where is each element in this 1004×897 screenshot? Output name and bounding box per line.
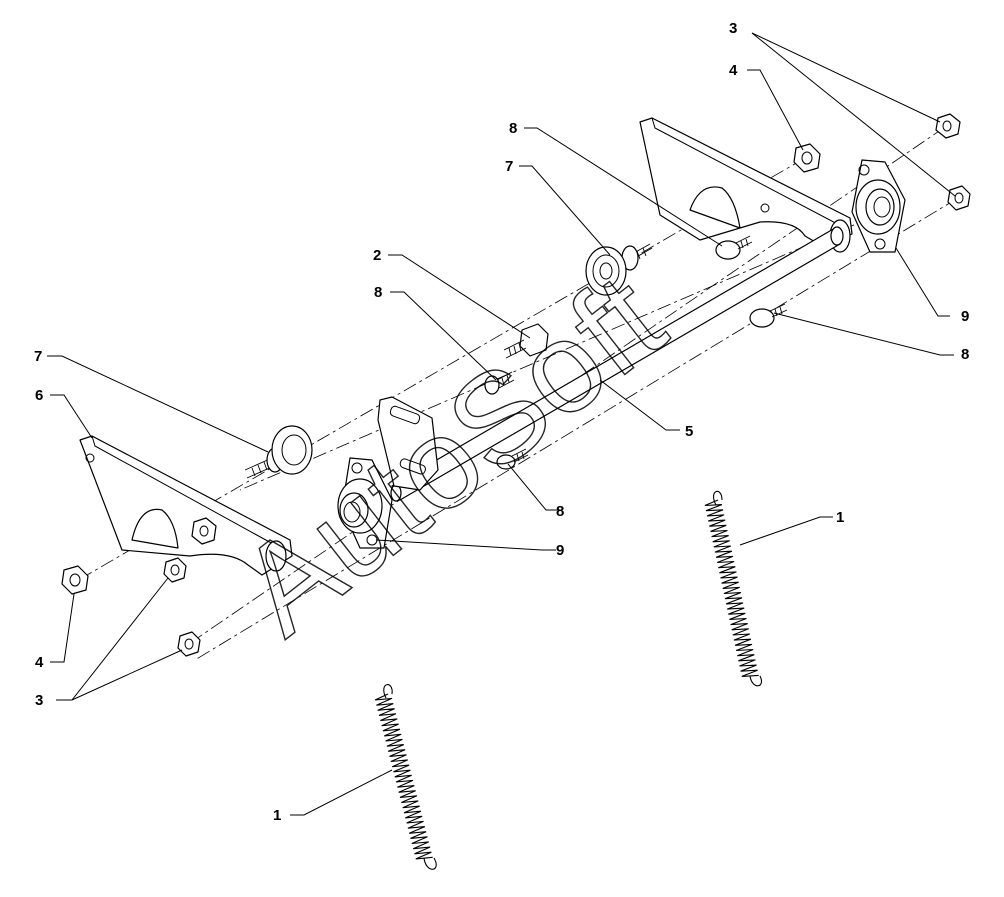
callout-9-center: 9 [556, 542, 564, 559]
tension-spring-right [704, 490, 762, 687]
flange-nut-left [61, 565, 89, 595]
flange-bearing-center [337, 457, 393, 549]
roller-top [585, 243, 653, 296]
callout-7-top: 7 [505, 158, 513, 175]
callout-labels: 3 4 8 7 2 8 7 6 9 8 5 8 9 1 4 3 1 [34, 20, 969, 824]
hex-bolt [503, 323, 549, 359]
callout-3-left: 3 [35, 692, 43, 709]
roller-left [244, 425, 313, 479]
callout-7-left: 7 [34, 348, 42, 365]
hex-nut-left-2 [177, 631, 201, 657]
carriage-bolt-right [749, 303, 788, 328]
hex-nut-left-3 [191, 517, 217, 545]
callout-8-right: 8 [961, 346, 969, 363]
carriage-bolt-mid [484, 371, 515, 395]
callout-8-center: 8 [556, 503, 564, 520]
carriage-bolt-center [496, 448, 529, 470]
hex-nut-top-2 [947, 185, 971, 211]
center-mount-plate [377, 396, 439, 491]
callout-2: 2 [373, 247, 381, 264]
callout-4-left: 4 [35, 654, 44, 671]
callout-6: 6 [35, 387, 43, 404]
flange-bearing-right [851, 159, 906, 253]
hex-nut-top-1 [935, 113, 961, 139]
callout-8-mid: 8 [374, 284, 382, 301]
hex-nut-left-1 [163, 557, 187, 583]
callout-3-top: 3 [729, 20, 737, 37]
carriage-bolt-top [715, 235, 753, 260]
callout-1-bottom: 1 [273, 807, 281, 824]
callout-8-top: 8 [509, 120, 517, 137]
left-bracket-plate [79, 435, 293, 576]
callout-5: 5 [685, 423, 693, 440]
leader-lines [47, 32, 956, 816]
tension-spring-bottom [374, 684, 437, 870]
callout-4-top: 4 [729, 62, 738, 79]
right-bracket-plate [639, 117, 853, 253]
callout-9-right: 9 [961, 308, 969, 325]
callout-1-right: 1 [836, 509, 844, 526]
flange-nut-top [793, 143, 821, 173]
